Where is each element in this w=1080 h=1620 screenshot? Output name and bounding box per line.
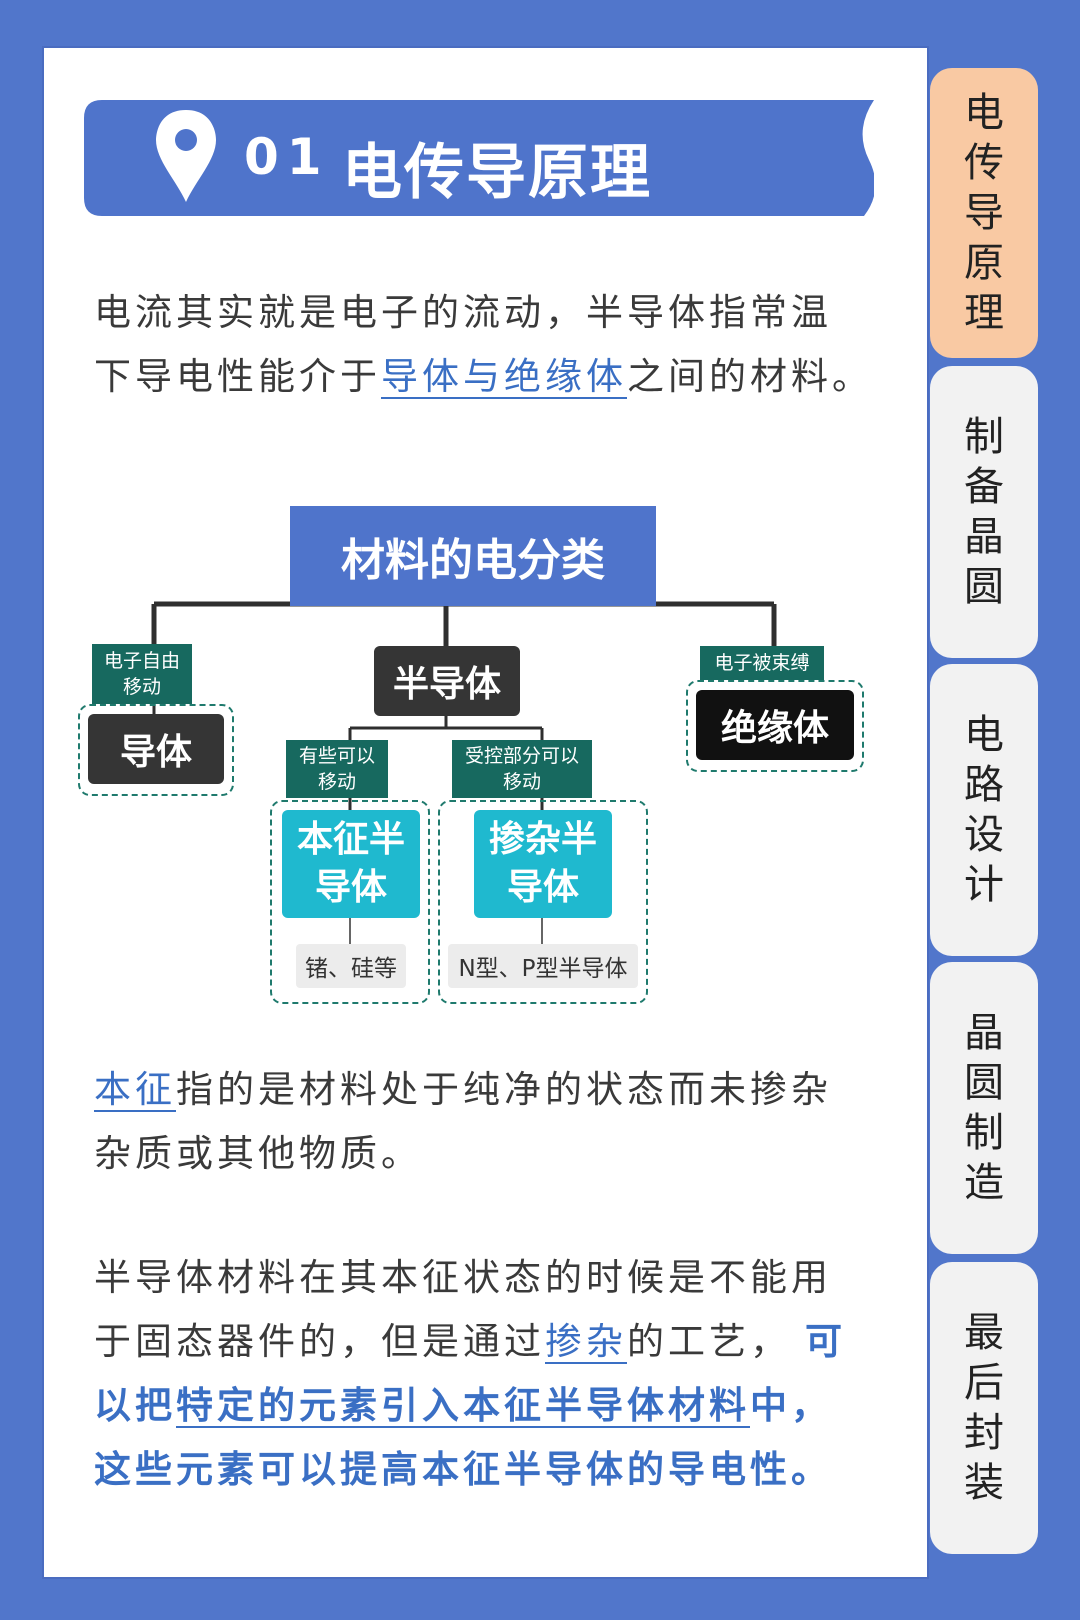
tab-label-char: 制	[964, 414, 1004, 460]
doped-label-line-1: 掺杂半	[488, 819, 597, 860]
tab-label-char: 传	[964, 140, 1004, 186]
doping-line-3: 以把特定的元素引入本征半导体材料中，	[94, 1374, 874, 1438]
insulator-tag: 电子被束缚	[700, 646, 824, 680]
doped-tag-line-2: 移动	[502, 771, 541, 793]
tab-label: 制备晶圆	[964, 412, 1004, 612]
tab-label-char: 后	[964, 1360, 1004, 1406]
tab-final-packaging[interactable]: 最后封装	[930, 1262, 1038, 1554]
tab-label-char: 晶	[964, 1010, 1004, 1056]
doping-highlight-start: 可	[805, 1320, 846, 1363]
doping-highlight: 以把	[94, 1384, 176, 1427]
tab-label-char: 封	[964, 1410, 1004, 1456]
intrinsic-tag: 有些可以 移动	[286, 740, 388, 798]
tab-label-char: 装	[964, 1460, 1004, 1506]
doping-text: 于固态器件的，但是通过	[94, 1320, 545, 1363]
tab-label-char: 电	[964, 712, 1004, 758]
intrinsic-line-2: 杂质或其他物质。	[94, 1132, 422, 1175]
intrinsic-tag-line-1: 有些可以	[298, 745, 375, 767]
doped-group	[438, 800, 648, 1004]
tab-label-char: 最	[964, 1310, 1004, 1356]
insulator-group	[686, 680, 864, 772]
header-ribbon	[84, 100, 874, 216]
intrinsic-box: 本征半 导体	[282, 810, 420, 918]
conductor-tag-line-1: 电子自由	[103, 650, 180, 672]
intrinsic-link[interactable]: 本征	[94, 1068, 176, 1111]
tab-label-char: 备	[964, 464, 1004, 510]
doped-tag: 受控部分可以 移动	[452, 740, 592, 798]
tab-wafer-preparation[interactable]: 制备晶圆	[930, 366, 1038, 658]
doping-link[interactable]: 掺杂	[545, 1320, 627, 1363]
doped-tag-line-1: 受控部分可以	[464, 745, 579, 767]
section-header: 01 电传导原理	[84, 100, 874, 220]
intrinsic-group	[270, 800, 430, 1004]
semiconductor-box: 半导体	[374, 646, 520, 716]
intro-line-2: 下导电性能介于导体与绝缘体之间的材料。	[94, 345, 874, 409]
tab-label-char: 计	[964, 862, 1004, 908]
conductor-box: 导体	[88, 714, 224, 784]
tab-label-char: 晶	[964, 514, 1004, 560]
intro-text: 下导电性能介于	[94, 355, 381, 398]
conductor-insulator-link[interactable]: 导体与绝缘体	[381, 355, 627, 398]
intrinsic-label-line-1: 本征半	[296, 819, 405, 860]
intrinsic-label-line-2: 导体	[314, 867, 387, 908]
doping-paragraph: 半导体材料在其本征状态的时候是不能用 于固态器件的，但是通过掺杂的工艺， 可 以把…	[94, 1246, 874, 1502]
classification-diagram: 材料的电分类 电子自由 移动 导体 半导体 电子被束缚 绝缘体 有些可以 移动 …	[44, 48, 931, 1581]
section-title: 电传导原理	[342, 138, 652, 208]
tab-label-char: 电	[964, 90, 1004, 136]
tab-label-char: 造	[964, 1160, 1004, 1206]
doped-example: N型、P型半导体	[448, 944, 638, 988]
tab-label-char: 导	[964, 190, 1004, 236]
doping-line-2: 于固态器件的，但是通过掺杂的工艺， 可	[94, 1310, 874, 1374]
doping-line-1: 半导体材料在其本征状态的时候是不能用	[94, 1256, 832, 1299]
tab-circuit-design[interactable]: 电路设计	[930, 664, 1038, 956]
tab-label-char: 路	[964, 762, 1004, 808]
tab-label: 电传导原理	[964, 88, 1004, 338]
conductor-tag: 电子自由 移动	[92, 644, 192, 704]
intrinsic-text: 指的是材料处于纯净的状态而未掺杂	[176, 1068, 832, 1111]
tab-wafer-fabrication[interactable]: 晶圆制造	[930, 962, 1038, 1254]
specific-elements-link[interactable]: 特定的元素引入本征半导体材料	[176, 1384, 750, 1427]
tab-electrical-conduction[interactable]: 电传导原理	[930, 68, 1038, 358]
intro-paragraph: 电流其实就是电子的流动，半导体指常温 下导电性能介于导体与绝缘体之间的材料。	[94, 281, 874, 409]
conductor-group	[78, 704, 234, 796]
doped-label-line-2: 导体	[506, 867, 579, 908]
intro-line-1: 电流其实就是电子的流动，半导体指常温	[94, 291, 832, 334]
doped-box: 掺杂半 导体	[474, 810, 612, 918]
tab-label: 晶圆制造	[964, 1008, 1004, 1208]
location-pin-icon	[156, 110, 216, 202]
tab-label: 最后封装	[964, 1308, 1004, 1508]
tab-label-char: 原	[964, 240, 1004, 286]
section-number: 01	[244, 128, 330, 186]
tab-label-char: 理	[964, 290, 1004, 336]
intrinsic-line-1: 本征指的是材料处于纯净的状态而未掺杂	[94, 1058, 874, 1122]
tab-label: 电路设计	[964, 710, 1004, 910]
tab-label-char: 圆	[964, 564, 1004, 610]
insulator-box: 绝缘体	[696, 690, 854, 760]
tab-label-char: 圆	[964, 1060, 1004, 1106]
intrinsic-paragraph: 本征指的是材料处于纯净的状态而未掺杂 杂质或其他物质。	[94, 1058, 874, 1186]
intrinsic-example: 锗、硅等	[296, 944, 406, 988]
intro-text-end: 之间的材料。	[627, 355, 873, 398]
doping-text-mid: 的工艺，	[627, 1320, 791, 1363]
intrinsic-tag-line-2: 移动	[317, 771, 356, 793]
conductor-tag-line-2: 移动	[122, 676, 161, 698]
diagram-root: 材料的电分类	[290, 506, 656, 606]
doping-highlight-end: 中，	[750, 1384, 832, 1427]
tab-label-char: 设	[964, 812, 1004, 858]
content-card: 01 电传导原理 电流其实就是电子的流动，半导体指常温 下导电性能介于导体与绝缘…	[42, 46, 929, 1579]
doping-line-4: 这些元素可以提高本征半导体的导电性。	[94, 1448, 832, 1491]
tab-label-char: 制	[964, 1110, 1004, 1156]
